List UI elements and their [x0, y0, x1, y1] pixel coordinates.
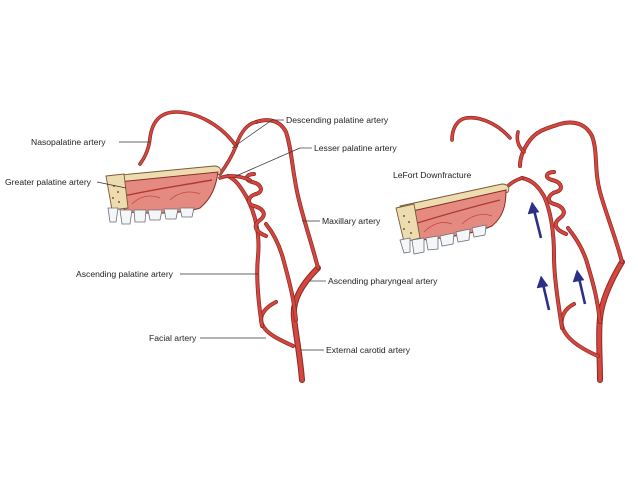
- right-palate-fragment: [395, 183, 510, 255]
- label-lefort-downfracture: LeFort Downfracture: [393, 170, 472, 180]
- flow-arrows: [527, 201, 587, 311]
- label-nasopalatine: Nasopalatine artery: [31, 137, 106, 147]
- right-teeth: [399, 224, 487, 255]
- label-external-carotid: External carotid artery: [326, 345, 411, 355]
- left-panel-intact-maxilla: [105, 110, 321, 383]
- left-palate: [105, 165, 222, 225]
- labels: Nasopalatine artery Greater palatine art…: [5, 115, 472, 355]
- right-panel-lefort-downfracture: [395, 115, 625, 383]
- label-facial: Facial artery: [149, 333, 197, 343]
- left-artery-network: [138, 110, 321, 383]
- right-artery-network: [450, 115, 625, 383]
- arrow-up-icon: [536, 275, 551, 311]
- left-teeth: [107, 207, 195, 225]
- label-lesser-palatine: Lesser palatine artery: [314, 143, 397, 153]
- label-greater-palatine: Greater palatine artery: [5, 177, 92, 187]
- arrow-up-icon: [572, 269, 587, 305]
- label-ascending-pharyngeal: Ascending pharyngeal artery: [328, 276, 438, 286]
- label-descending-palatine: Descending palatine artery: [286, 115, 389, 125]
- label-maxillary: Maxillary artery: [322, 216, 381, 226]
- arrow-up-icon: [527, 201, 543, 239]
- label-ascending-palatine: Ascending palatine artery: [76, 269, 174, 279]
